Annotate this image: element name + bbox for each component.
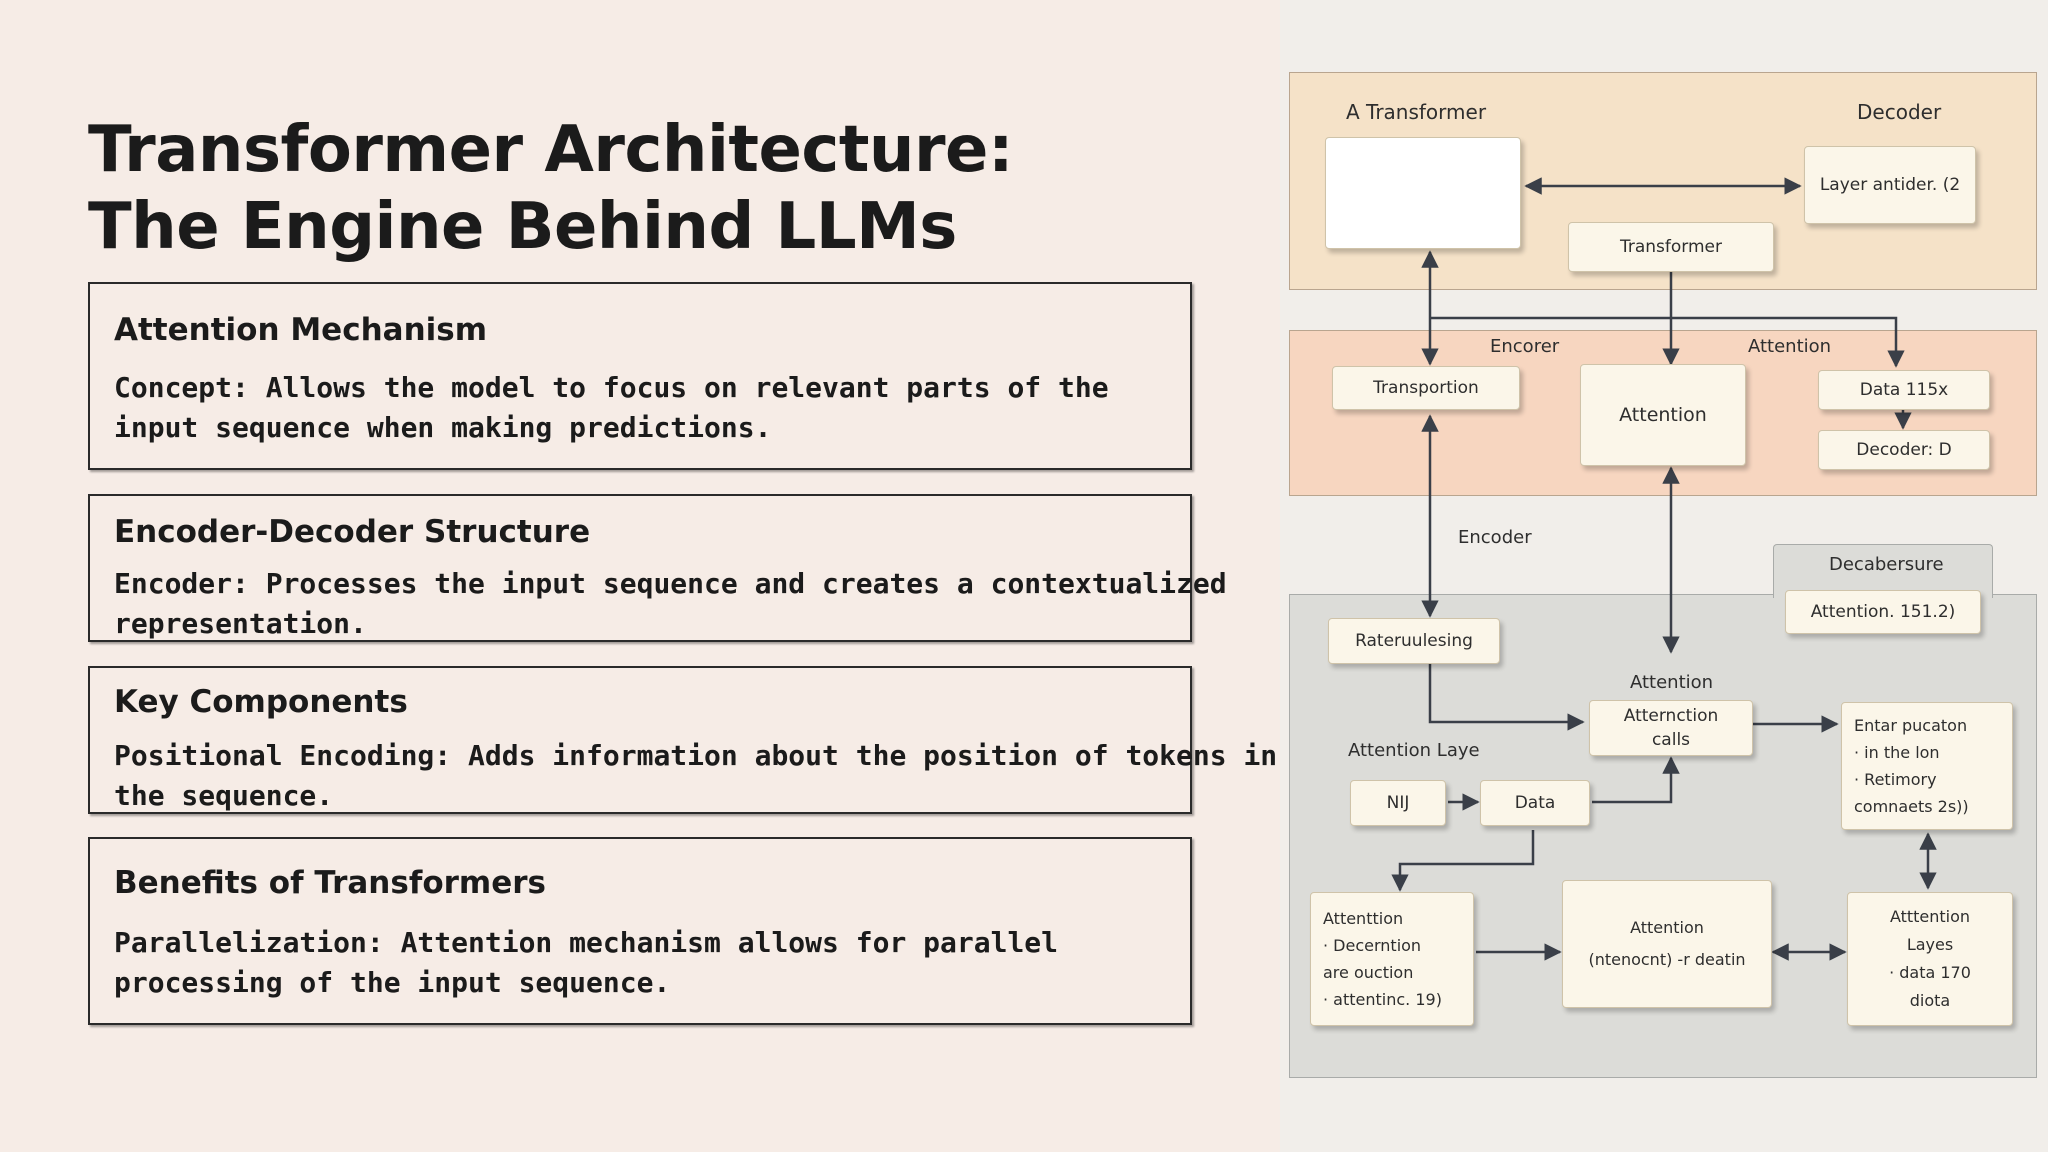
box-transformer: Transformer <box>1568 222 1774 272</box>
box-nij: NIJ <box>1350 780 1446 826</box>
box-line: · in the lon <box>1854 743 1940 762</box>
box-data: Data <box>1480 780 1590 826</box>
card-attention-mechanism: Attention Mechanism Concept: Allows the … <box>88 282 1192 470</box>
blank-box <box>1325 137 1521 249</box>
card-text-line: Positional Encoding: Adds information ab… <box>114 739 1278 772</box>
box-line: Attenttion <box>1323 909 1404 928</box>
box-line: diota <box>1909 991 1951 1010</box>
box-attention-151: Attention. 151.2) <box>1785 590 1981 634</box>
box-data-115x: Data 115x <box>1818 370 1990 410</box>
architecture-diagram-image: A Transformer Decoder Encorer Attention … <box>1280 0 2048 1152</box>
card-encoder-decoder-structure: Encoder-Decoder Structure Encoder: Proce… <box>88 494 1227 642</box>
box-attention: Attention <box>1580 364 1746 466</box>
box-line: comnaets 2s)) <box>1854 797 1969 816</box>
box-line: Entar pucaton <box>1854 716 1968 735</box>
card-heading: Encoder-Decoder Structure <box>114 514 591 550</box>
box-line: · Retimory <box>1854 770 1937 789</box>
box-atternction-calls: Atternction calls <box>1589 700 1753 756</box>
card-text-line: Concept: Allows the model to focus on re… <box>114 371 1109 404</box>
box-line: · attentinc. 19) <box>1323 990 1442 1009</box>
slide-text-panel: Transformer Architecture: The Engine Beh… <box>88 113 1278 1025</box>
box-decoder-d: Decoder: D <box>1818 430 1990 470</box>
card-benefits-of-transformers: Benefits of Transformers Parallelization… <box>88 837 1192 1025</box>
box-line: · data 170 <box>1889 963 1971 982</box>
card-text-line: Encoder: Processes the input sequence an… <box>114 567 1227 600</box>
box-line: (ntenocnt) -r deatin <box>1588 950 1746 969</box>
card-heading: Attention Mechanism <box>114 312 488 348</box>
box-line: Atternction <box>1623 706 1719 726</box>
box-attenttion-decerntion: Attenttion · Decerntion are ouction · at… <box>1310 892 1474 1026</box>
box-line: Layes <box>1906 935 1954 954</box>
box-line: calls <box>1651 730 1691 750</box>
box-transportion: Transportion <box>1332 366 1520 410</box>
card-text-line: processing of the input sequence. <box>114 966 671 999</box>
box-line: Atttention <box>1889 907 1971 926</box>
box-rateruulesing: Rateruulesing <box>1328 618 1500 664</box>
label-attention-laye: Attention Laye <box>1348 740 1480 761</box>
label-attention-top: Attention <box>1748 336 1832 357</box>
label-attention-mid: Attention <box>1630 672 1714 693</box>
card-text-line: the sequence. <box>114 779 334 812</box>
box-line: are ouction <box>1323 963 1414 982</box>
label-decabersure: Decabersure <box>1829 554 1944 575</box>
box-layer-antider: Layer antider. (2 <box>1804 146 1976 224</box>
card-text-line: input sequence when making predictions. <box>114 411 772 444</box>
card-text-line: representation. <box>114 607 367 640</box>
label-a-transformer: A Transformer <box>1346 100 1487 124</box>
box-atttention-layes: Atttention Layes · data 170 diota <box>1847 892 2013 1026</box>
box-enter-pucaton: Entar pucaton · in the lon · Retimory co… <box>1841 702 2013 830</box>
card-key-components: Key Components Positional Encoding: Adds… <box>88 666 1277 814</box>
box-line: · Decerntion <box>1323 936 1422 955</box>
slide-title: Transformer Architecture: The Engine Beh… <box>88 113 1014 264</box>
label-encoder: Encoder <box>1458 527 1532 548</box>
decabersure-tab <box>1773 544 1993 598</box>
diagram-arrows <box>1391 177 1937 961</box>
card-heading: Benefits of Transformers <box>114 865 546 901</box>
card-heading: Key Components <box>114 684 408 720</box>
box-line: Attention <box>1630 918 1704 937</box>
box-attention-deatin: Attention (ntenocnt) -r deatin <box>1562 880 1772 1008</box>
label-decoder: Decoder <box>1857 100 1942 124</box>
card-text-line: Parallelization: Attention mechanism all… <box>114 926 1059 959</box>
label-encorer: Encorer <box>1490 336 1560 357</box>
